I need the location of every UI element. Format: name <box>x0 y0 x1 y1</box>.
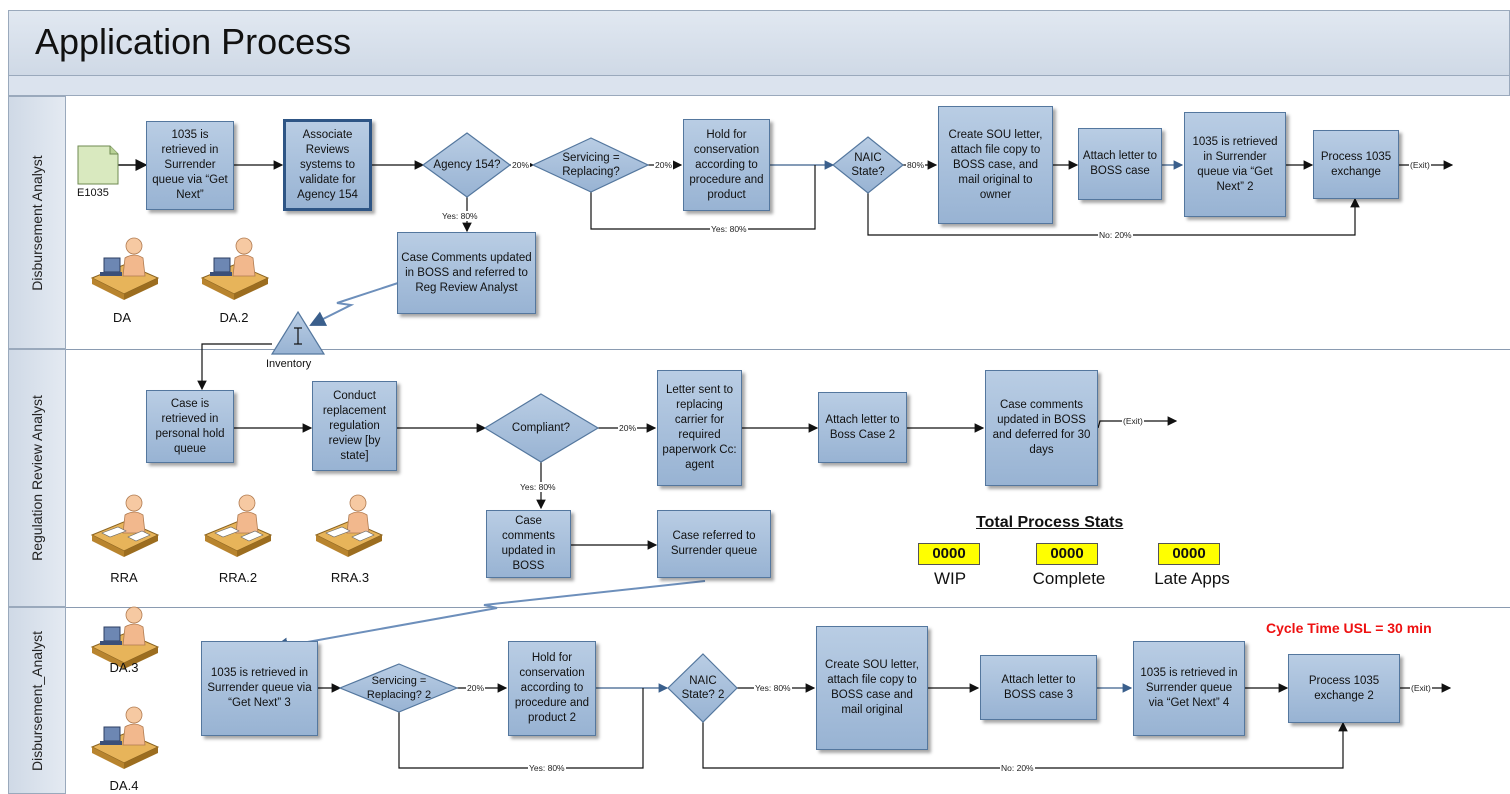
lane-regulation-review-analyst: Regulation Review Analyst <box>8 349 66 607</box>
start-document-label: E1035 <box>77 187 109 199</box>
person-label: DA <box>112 310 132 325</box>
person-label: RRA <box>110 570 138 585</box>
decision-compliant-label: Compliant? <box>511 422 571 434</box>
decision-agency <box>421 132 512 198</box>
start-document-icon <box>77 145 119 185</box>
step-case-comments-deferred[interactable]: Case comments updated in BOSS and deferr… <box>985 370 1098 486</box>
stat-complete-label: Complete <box>1032 569 1106 588</box>
worker-computer-icon <box>200 237 270 300</box>
inventory-triangle-icon <box>270 310 326 355</box>
decision-naic-2 <box>667 653 738 723</box>
lane-divider <box>66 349 1510 350</box>
step-attach-letter[interactable]: Attach letter to BOSS case <box>1078 128 1162 200</box>
worker-papers-icon <box>203 494 273 557</box>
line-label: Yes: 80% <box>441 211 479 221</box>
worker-papers-icon <box>314 494 384 557</box>
person-label: RRA.3 <box>330 570 370 585</box>
person-label: DA.2 <box>219 310 249 325</box>
step-conduct-regulation-review[interactable]: Conduct replacement regulation review [b… <box>312 381 397 471</box>
line-label: 20% <box>654 160 674 170</box>
step-attach-letter-boss-2[interactable]: Attach letter to Boss Case 2 <box>818 392 907 463</box>
step-process-exchange-2[interactable]: Process 1035 exchange 2 <box>1288 654 1400 723</box>
exit-label: (Exit) <box>1409 160 1431 170</box>
line-label: No: 20% <box>1000 763 1035 773</box>
line-label: Yes: 80% <box>754 683 792 693</box>
decision-servicing-2-label: Servicing = Replacing? 2 <box>366 675 432 701</box>
person-label: RRA.2 <box>218 570 258 585</box>
worker-papers-icon <box>90 494 160 557</box>
stat-wip-value: 0000 <box>918 543 980 565</box>
stat-late-value: 0000 <box>1158 543 1220 565</box>
decision-servicing-label: Servicing = Replacing? <box>562 152 620 178</box>
step-case-comments-referred[interactable]: Case Comments updated in BOSS and referr… <box>397 232 536 314</box>
stats-title: Total Process Stats <box>976 514 1124 531</box>
decision-servicing <box>531 137 650 193</box>
line-label: Yes: 80% <box>519 482 557 492</box>
line-label: Yes: 80% <box>528 763 566 773</box>
decision-agency-label: Agency 154? <box>433 159 501 171</box>
decision-naic-2-label: NAIC State? 2 <box>681 675 725 701</box>
line-label: No: 20% <box>1098 230 1133 240</box>
lane-disbursement-analyst-2: Disbursement_Analyst <box>8 607 66 794</box>
step-attach-letter-boss-3[interactable]: Attach letter to BOSS case 3 <box>980 655 1097 720</box>
line-label: 20% <box>511 160 531 170</box>
step-case-comments-updated[interactable]: Case comments updated in BOSS <box>486 510 571 578</box>
step-case-retrieved-hold-queue[interactable]: Case is retrieved in personal hold queue <box>146 390 234 463</box>
step-letter-sent-carrier[interactable]: Letter sent to replacing carrier for req… <box>657 370 742 486</box>
step-hold-conservation[interactable]: Hold for conservation according to proce… <box>683 119 770 211</box>
decision-compliant <box>483 393 600 463</box>
person-label: DA.3 <box>109 660 139 675</box>
step-retrieve-surrender-queue-3[interactable]: 1035 is retrieved in Surrender queue via… <box>201 641 318 736</box>
exit-label: (Exit) <box>1122 416 1144 426</box>
step-create-sou-letter[interactable]: Create SOU letter, attach file copy to B… <box>938 106 1053 224</box>
line-label: Yes: 80% <box>710 224 748 234</box>
diagram-title: Application Process <box>35 21 352 62</box>
lane-divider <box>66 607 1510 608</box>
exit-label: (Exit) <box>1410 683 1432 693</box>
step-retrieve-surrender-queue-2[interactable]: 1035 is retrieved in Surrender queue via… <box>1184 112 1286 217</box>
lane-disbursement-analyst: Disbursement Analyst <box>8 96 66 349</box>
step-process-exchange[interactable]: Process 1035 exchange <box>1313 130 1399 199</box>
stat-complete-value: 0000 <box>1036 543 1098 565</box>
worker-computer-icon <box>90 606 160 669</box>
line-label: 80% <box>906 160 926 170</box>
step-case-referred-surrender[interactable]: Case referred to Surrender queue <box>657 510 771 578</box>
stat-wip-label: WIP <box>933 569 967 588</box>
step-retrieve-surrender-queue-4[interactable]: 1035 is retrieved in Surrender queue via… <box>1133 641 1245 736</box>
line-label: 20% <box>618 423 638 433</box>
decision-naic <box>832 136 904 194</box>
step-associate-reviews[interactable]: Associate Reviews systems to validate fo… <box>283 119 372 211</box>
decision-naic-label: NAIC State? <box>851 152 885 178</box>
cycle-time-label: Cycle Time USL = 30 min <box>1266 620 1432 636</box>
step-retrieve-surrender-queue[interactable]: 1035 is retrieved in Surrender queue via… <box>146 121 234 210</box>
diagram-title-bar: Application Process <box>8 10 1510 76</box>
line-label: 20% <box>466 683 486 693</box>
step-create-sou-letter-2[interactable]: Create SOU letter, attach file copy to B… <box>816 626 928 750</box>
worker-computer-icon <box>90 237 160 300</box>
person-label: DA.4 <box>109 778 139 793</box>
inventory-label: Inventory <box>266 358 312 370</box>
step-hold-conservation-2[interactable]: Hold for conservation according to proce… <box>508 641 596 736</box>
stat-late-label: Late Apps <box>1154 569 1230 588</box>
worker-computer-icon <box>90 706 160 769</box>
decision-servicing-2 <box>338 663 459 713</box>
